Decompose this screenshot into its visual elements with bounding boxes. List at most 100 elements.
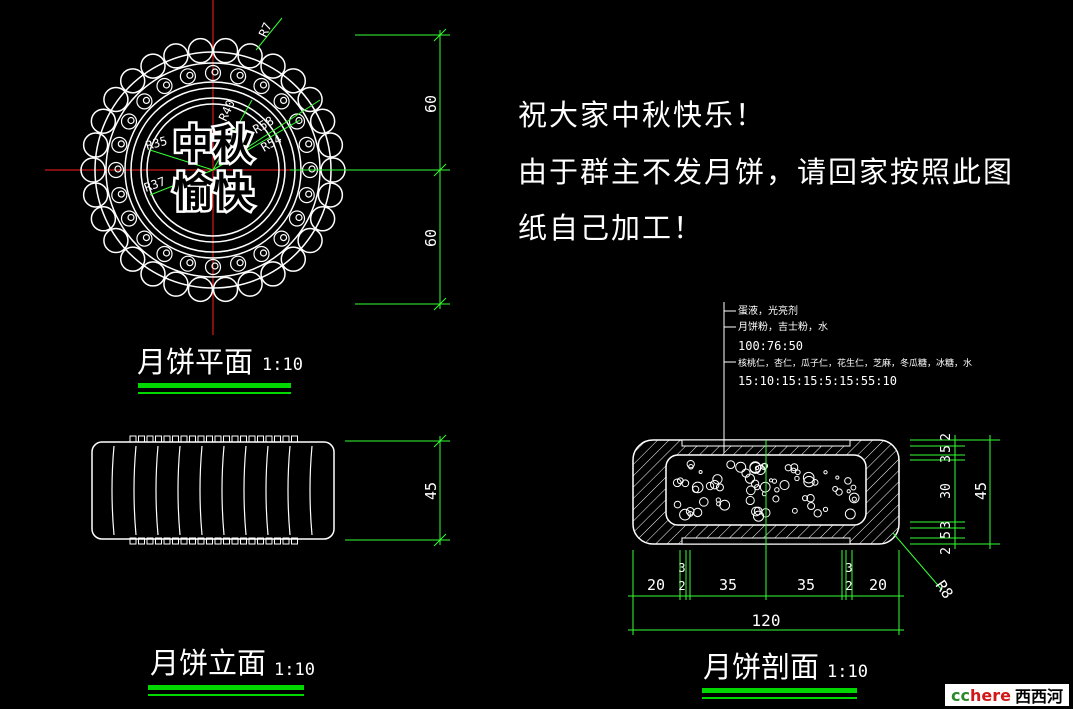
plan-center-text-2: 愉快	[173, 170, 254, 216]
elevation-title-underline	[148, 685, 304, 690]
elevation-top-bumps	[129, 435, 298, 545]
curl-inner	[186, 71, 194, 79]
filling-nut	[802, 471, 815, 484]
scallop	[309, 206, 336, 232]
scallop	[309, 108, 336, 134]
plan-dimension	[290, 28, 450, 311]
scallop	[187, 276, 214, 303]
curl-inner	[211, 262, 219, 270]
elevation-bump	[274, 435, 281, 443]
scallop	[297, 227, 323, 254]
radius-label-r35: R35	[144, 134, 169, 153]
section-title-underline-thin	[702, 697, 857, 699]
elevation-bump	[248, 537, 256, 545]
filling-nut	[746, 485, 756, 496]
curl-outer	[111, 136, 128, 153]
filling-nut	[851, 496, 857, 502]
curl-outer	[288, 113, 306, 130]
elevation-bump	[231, 537, 239, 545]
curl-outer	[179, 68, 196, 85]
section-note-1: 蛋液，光亮剂	[738, 304, 798, 317]
filling-nut	[844, 477, 852, 485]
filling-nut	[693, 507, 703, 518]
plan-scale: 1:10	[262, 355, 303, 375]
elevation-bump	[197, 537, 205, 545]
filling-nut	[848, 492, 860, 504]
plan-dim-top: 60	[422, 95, 440, 113]
plan-inner-ring	[140, 97, 286, 243]
elevation-flute	[287, 445, 291, 536]
curl-inner	[295, 116, 303, 125]
curl-outer	[111, 187, 128, 204]
section-notes: 蛋液，光亮剂 月饼粉，吉士粉，水 100:76:50 核桃仁，杏仁，瓜子仁，花生…	[738, 304, 972, 388]
section-bottom-dim-labels: 20 3 2 35 35 2 3 20 120	[647, 561, 887, 630]
section-radius-label: R8	[932, 577, 957, 602]
filling-nut	[790, 463, 799, 472]
plan-inner-ring-2	[146, 103, 280, 237]
curl-inner	[162, 249, 171, 257]
curl-inner	[295, 213, 303, 222]
scallop	[140, 53, 166, 79]
filling-nut	[803, 475, 815, 488]
elevation-bump	[155, 537, 162, 545]
elevation-bump	[180, 435, 188, 443]
curl-outer	[204, 64, 222, 82]
elevation-title: 月饼立面	[150, 646, 266, 680]
curl-outer	[298, 136, 315, 153]
filling-nut	[719, 499, 731, 511]
elevation-flute	[111, 445, 115, 536]
elevation-bump	[163, 435, 171, 443]
plan-dim-bottom: 60	[422, 229, 440, 247]
filling-nut	[715, 483, 724, 492]
watermark-here: here	[970, 685, 1011, 705]
filling-nut	[686, 460, 695, 469]
curl-inner	[236, 71, 244, 79]
elevation-bump	[257, 537, 264, 545]
elevation-bump	[180, 537, 188, 545]
scallop	[280, 68, 307, 94]
curl-outer	[204, 258, 222, 276]
curl-outer	[288, 210, 306, 227]
filling-nut	[679, 508, 691, 521]
elevation-body	[91, 441, 335, 540]
elevation-bump	[265, 537, 273, 545]
elevation-flute	[199, 445, 203, 536]
elevation-view: 45 月饼立面 1:10	[91, 434, 450, 696]
plan-title-underline-thin	[138, 392, 291, 394]
elevation-bump	[282, 435, 290, 443]
elevation-bump	[240, 435, 247, 443]
greeting-line-1: 祝大家中秋快乐！	[518, 98, 767, 132]
filling-nut	[672, 478, 682, 488]
radius-label-r37: R37	[142, 174, 167, 195]
section-dim-b3: 2	[678, 579, 685, 593]
curl-outer	[120, 210, 138, 227]
filling-nut	[813, 509, 822, 518]
elevation-bump	[291, 537, 298, 545]
section-dim-r4: 30	[939, 483, 954, 499]
filling-nut	[823, 470, 828, 475]
filling-nut	[795, 469, 801, 476]
elevation-bump	[197, 435, 205, 443]
filling-nut	[768, 478, 774, 483]
scallop	[163, 43, 189, 69]
section-bottom-dimension	[628, 550, 904, 635]
filling-nut	[691, 481, 704, 494]
filling-nut	[751, 506, 761, 517]
section-r8-leader	[892, 532, 943, 591]
filling-nut	[772, 495, 780, 503]
curl-outer	[253, 77, 270, 95]
filling-nut	[807, 502, 816, 511]
scallop	[280, 246, 307, 272]
filling-nut	[681, 479, 690, 488]
elevation-dim-height: 45	[422, 482, 440, 500]
scallop	[90, 206, 117, 232]
section-dim-b4: 35	[719, 576, 737, 594]
filling-nut	[712, 474, 723, 485]
curl-inner	[211, 68, 219, 76]
section-dim-b5: 35	[797, 576, 815, 594]
filling-nut	[716, 501, 722, 507]
curl-outer	[156, 245, 173, 263]
section-dim-r6: 5	[939, 531, 954, 539]
scallop	[237, 43, 263, 69]
